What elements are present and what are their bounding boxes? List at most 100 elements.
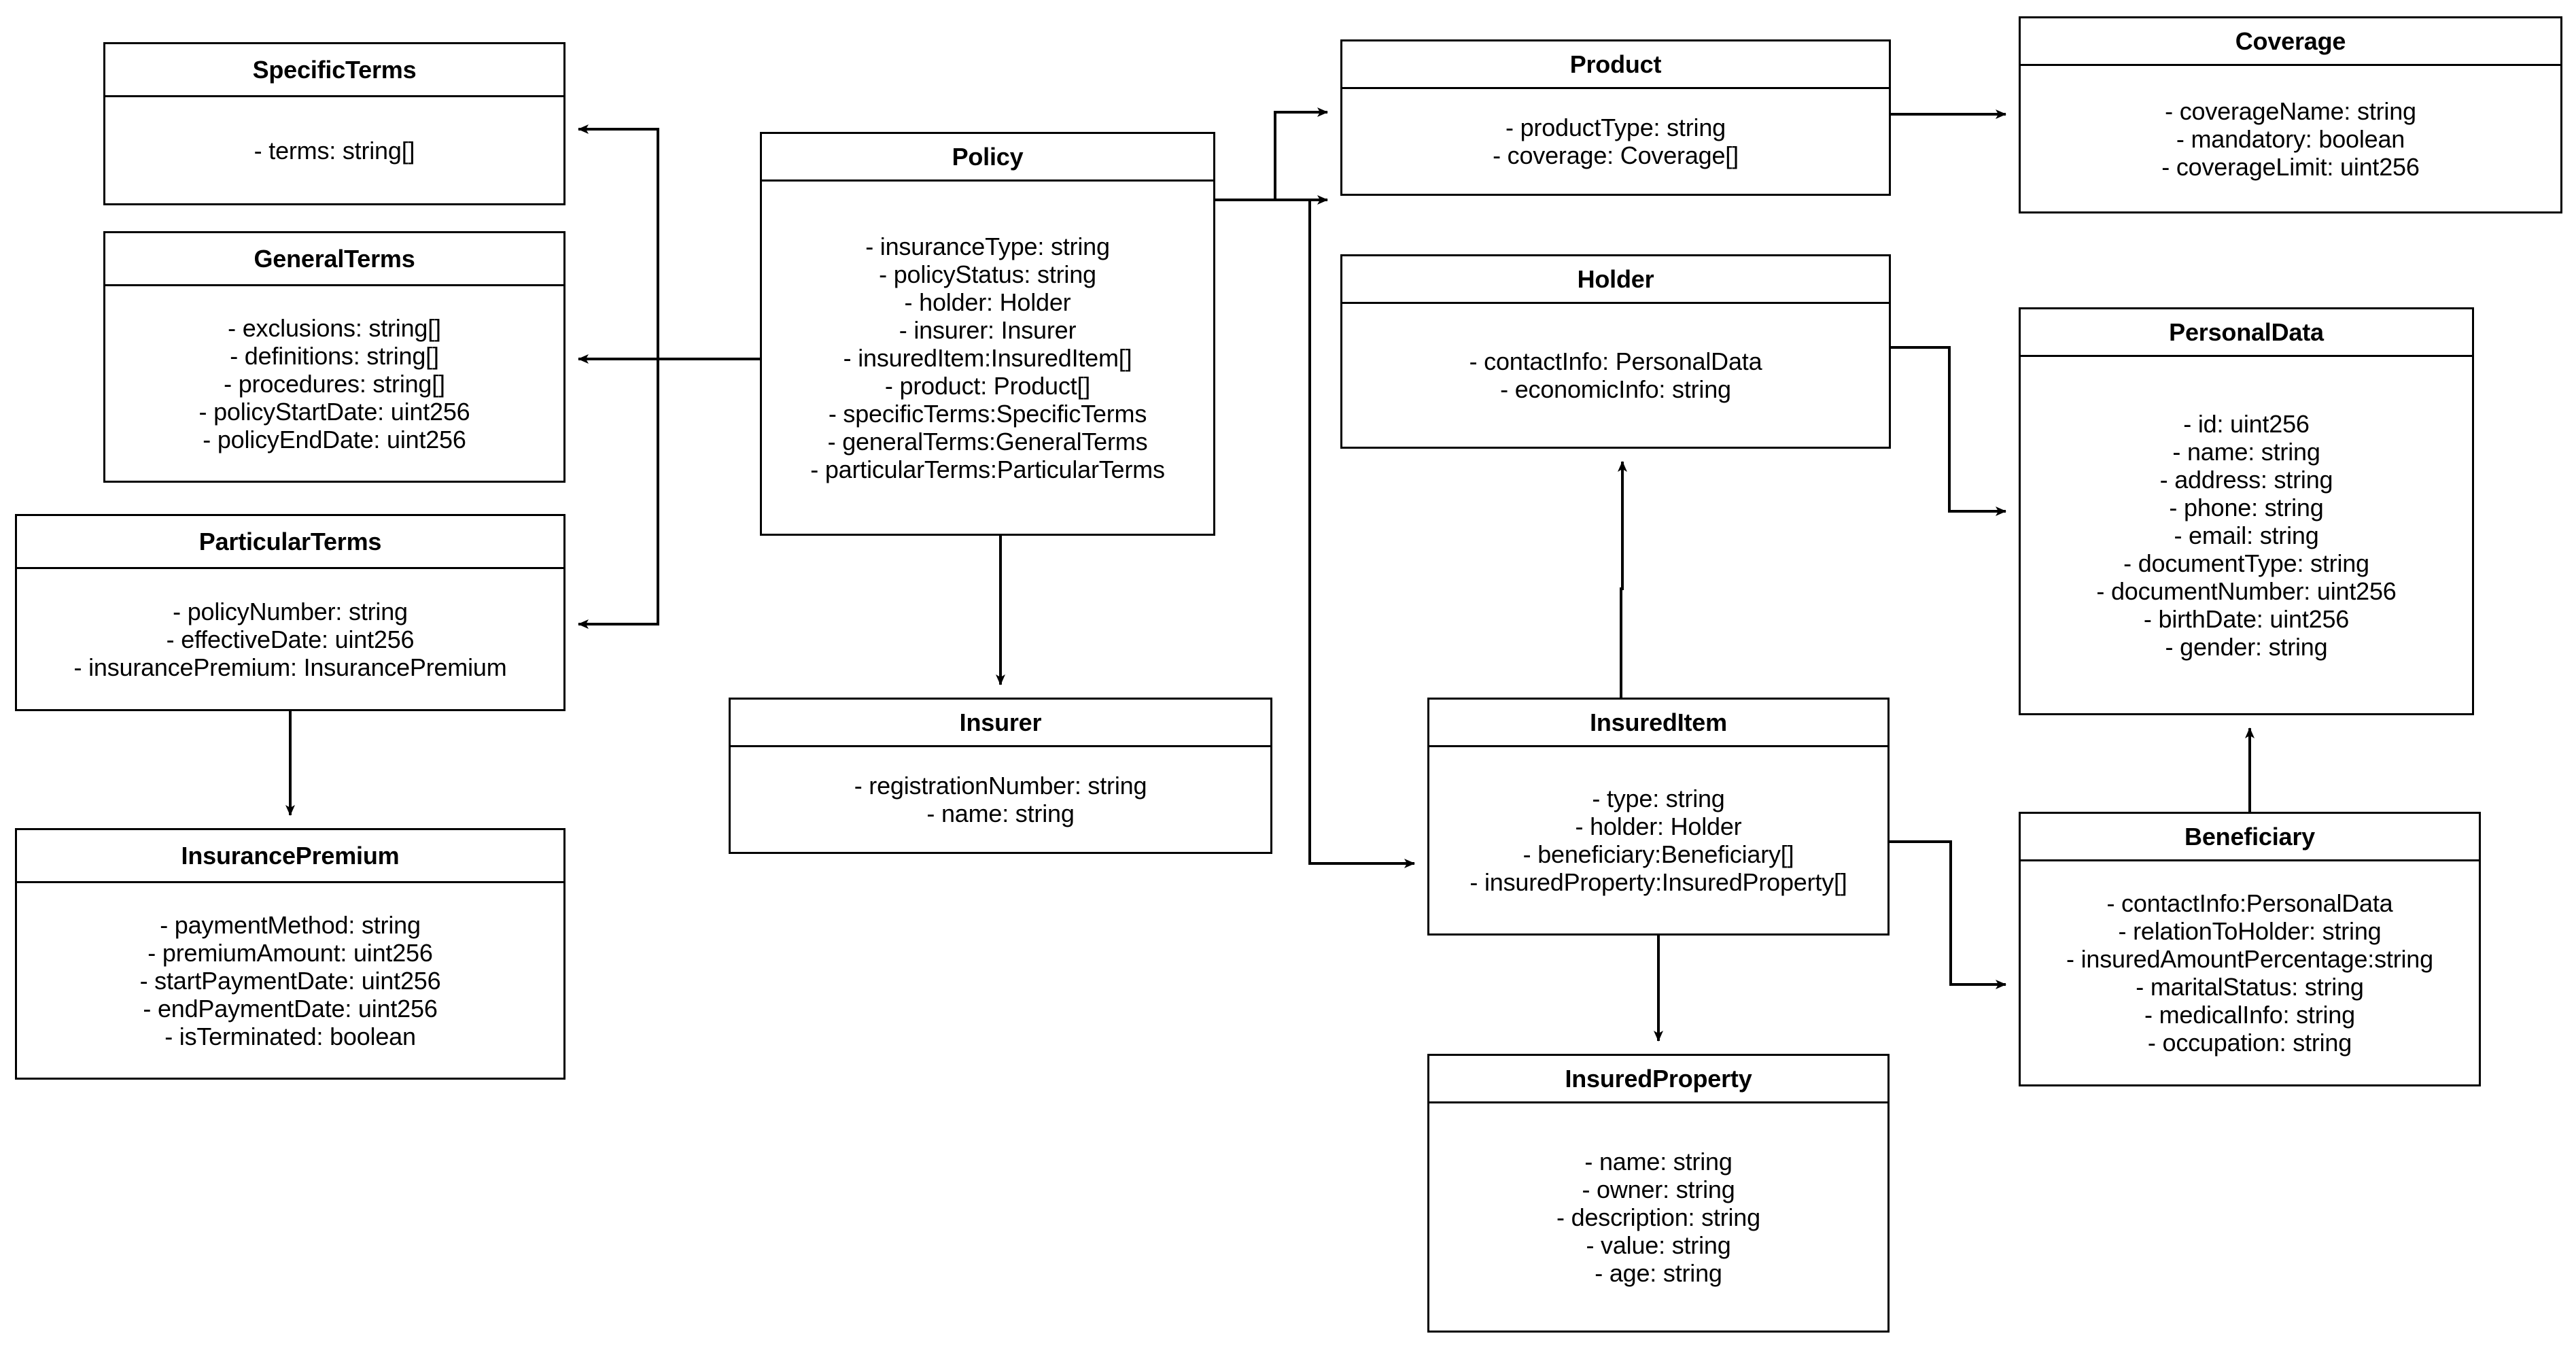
uml-class-insured-item[interactable]: InsuredItem- type: string- holder: Holde… [1427,698,1890,936]
uml-attribute: - id: uint256 [2183,409,2310,438]
uml-class-insurance-premium[interactable]: InsurancePremium- paymentMethod: string-… [15,828,565,1080]
uml-class-attributes-insured-item: - type: string- holder: Holder- benefici… [1429,747,1887,933]
uml-attribute: - terms: string[] [254,136,415,165]
uml-attribute: - procedures: string[] [224,369,445,398]
uml-class-personal-data[interactable]: PersonalData- id: uint256- name: string-… [2019,307,2474,715]
uml-class-coverage[interactable]: Coverage- coverageName: string- mandator… [2019,16,2562,213]
uml-attribute: - economicInfo: string [1500,375,1731,403]
uml-attribute: - holder: Holder [904,288,1071,316]
uml-attribute: - phone: string [2169,493,2324,521]
uml-attribute: - coverage: Coverage[] [1493,141,1739,169]
uml-attribute: - insuredAmountPercentage:string [2066,945,2433,973]
uml-attribute: - insuredProperty:InsuredProperty[] [1469,868,1847,896]
uml-class-name-beneficiary: Beneficiary [2021,814,2479,861]
uml-attribute: - endPaymentDate: uint256 [143,994,438,1023]
uml-attribute: - address: string [2159,465,2333,494]
uml-attribute: - insurancePremium: InsurancePremium [73,653,507,681]
uml-class-name-specific-terms: SpecificTerms [105,44,563,97]
uml-attribute: - generalTerms:GeneralTerms [827,427,1148,456]
uml-class-name-insured-item: InsuredItem [1429,700,1887,747]
uml-attribute: - maritalStatus: string [2136,973,2364,1001]
uml-class-name-holder: Holder [1342,256,1889,304]
uml-attribute: - contactInfo: PersonalData [1469,347,1762,375]
uml-class-attributes-beneficiary: - contactInfo:PersonalData- relationToHo… [2021,861,2479,1084]
uml-attribute: - email: string [2174,521,2319,549]
uml-class-name-personal-data: PersonalData [2021,309,2472,357]
edge-holder-to-personal-data [1891,346,2006,516]
uml-attribute: - effectiveDate: uint256 [166,625,415,653]
uml-attribute: - name: string [1584,1147,1733,1176]
uml-class-name-coverage: Coverage [2021,18,2560,66]
uml-class-name-particular-terms: ParticularTerms [17,516,563,569]
uml-attribute: - documentType: string [2123,549,2369,577]
uml-class-name-insurer: Insurer [731,700,1270,747]
uml-attribute: - owner: string [1582,1175,1735,1203]
uml-attribute: - mandatory: boolean [2176,124,2405,153]
edge-insured-item-to-holder [1618,461,1627,698]
uml-attribute: - age: string [1595,1258,1722,1287]
uml-attribute: - birthDate: uint256 [2143,604,2350,633]
edge-policy-to-specific-terms [578,124,659,359]
uml-attribute: - policyEndDate: uint256 [203,425,466,453]
uml-attribute: - name: string [2172,437,2320,466]
uml-class-beneficiary[interactable]: Beneficiary- contactInfo:PersonalData- r… [2019,812,2481,1086]
uml-attribute: - name: string [926,800,1075,827]
uml-attribute: - policyStartDate: uint256 [198,397,470,426]
uml-attribute: - gender: string [2165,632,2328,661]
edge-insured-item-to-beneficiary [1890,840,2006,989]
uml-attribute: - isTerminated: boolean [164,1022,416,1050]
uml-attribute: - type: string [1592,785,1725,812]
uml-class-attributes-specific-terms: - terms: string[] [105,97,563,203]
uml-attribute: - beneficiary:Beneficiary[] [1522,840,1794,868]
uml-class-attributes-coverage: - coverageName: string- mandatory: boole… [2021,66,2560,211]
uml-attribute: - occupation: string [2147,1029,2352,1057]
uml-attribute: - medicalInfo: string [2144,1001,2355,1029]
uml-attribute: - exclusions: string[] [228,313,441,342]
uml-attribute: - definitions: string[] [230,341,439,370]
uml-attribute: - coverageLimit: uint256 [2161,152,2420,181]
uml-class-attributes-policy: - insuranceType: string- policyStatus: s… [762,182,1213,534]
uml-attribute: - product: Product[] [884,371,1091,400]
uml-class-attributes-insurer: - registrationNumber: string- name: stri… [731,747,1270,852]
uml-class-attributes-particular-terms: - policyNumber: string- effectiveDate: u… [17,569,563,709]
uml-attribute: - particularTerms:ParticularTerms [810,455,1165,483]
uml-attribute: - paymentMethod: string [160,910,421,939]
uml-class-name-product: Product [1342,41,1889,89]
uml-class-general-terms[interactable]: GeneralTerms- exclusions: string[]- defi… [103,231,565,483]
uml-attribute: - premiumAmount: uint256 [147,938,433,967]
uml-class-insurer[interactable]: Insurer- registrationNumber: string- nam… [729,698,1272,854]
uml-class-name-policy: Policy [762,134,1213,182]
uml-attribute: - relationToHolder: string [2118,917,2382,945]
uml-attribute: - description: string [1556,1203,1760,1231]
uml-attribute: - value: string [1586,1231,1731,1259]
uml-attribute: - startPaymentDate: uint256 [139,966,441,995]
uml-class-name-insured-property: InsuredProperty [1429,1056,1887,1103]
uml-attribute: - registrationNumber: string [854,772,1147,800]
uml-attribute: - documentNumber: uint256 [2096,577,2397,605]
uml-class-specific-terms[interactable]: SpecificTerms - terms: string[] [103,42,565,205]
uml-attribute: - holder: Holder [1575,812,1742,840]
uml-attribute: - insuranceType: string [865,232,1110,260]
uml-attribute: - insurer: Insurer [899,315,1077,344]
uml-class-product[interactable]: Product- productType: string- coverage: … [1340,39,1891,196]
uml-class-attributes-insured-property: - name: string- owner: string- descripti… [1429,1103,1887,1331]
uml-attribute: - specificTerms:SpecificTerms [828,399,1147,428]
uml-attribute: - policyStatus: string [879,260,1096,288]
uml-class-name-insurance-premium: InsurancePremium [17,830,563,883]
uml-class-attributes-product: - productType: string- coverage: Coverag… [1342,89,1889,194]
uml-class-policy[interactable]: Policy- insuranceType: string- policySta… [760,132,1215,536]
uml-class-particular-terms[interactable]: ParticularTerms- policyNumber: string- e… [15,514,565,711]
uml-class-attributes-insurance-premium: - paymentMethod: string- premiumAmount: … [17,883,563,1078]
uml-class-insured-property[interactable]: InsuredProperty- name: string- owner: st… [1427,1054,1890,1333]
uml-class-holder[interactable]: Holder - contactInfo: PersonalData- econo… [1340,254,1891,449]
uml-attribute: - policyNumber: string [173,597,408,625]
uml-attribute: - contactInfo:PersonalData [2106,889,2393,917]
uml-attribute: - productType: string [1505,114,1726,141]
uml-class-name-general-terms: GeneralTerms [105,233,563,286]
uml-attribute: - coverageName: string [2165,97,2416,125]
edge-policy-to-product [1274,107,1328,200]
uml-class-attributes-personal-data: - id: uint256- name: string- address: st… [2021,357,2472,713]
uml-class-attributes-general-terms: - exclusions: string[]- definitions: str… [105,286,563,481]
edge-policy-to-particular-terms [578,359,659,629]
